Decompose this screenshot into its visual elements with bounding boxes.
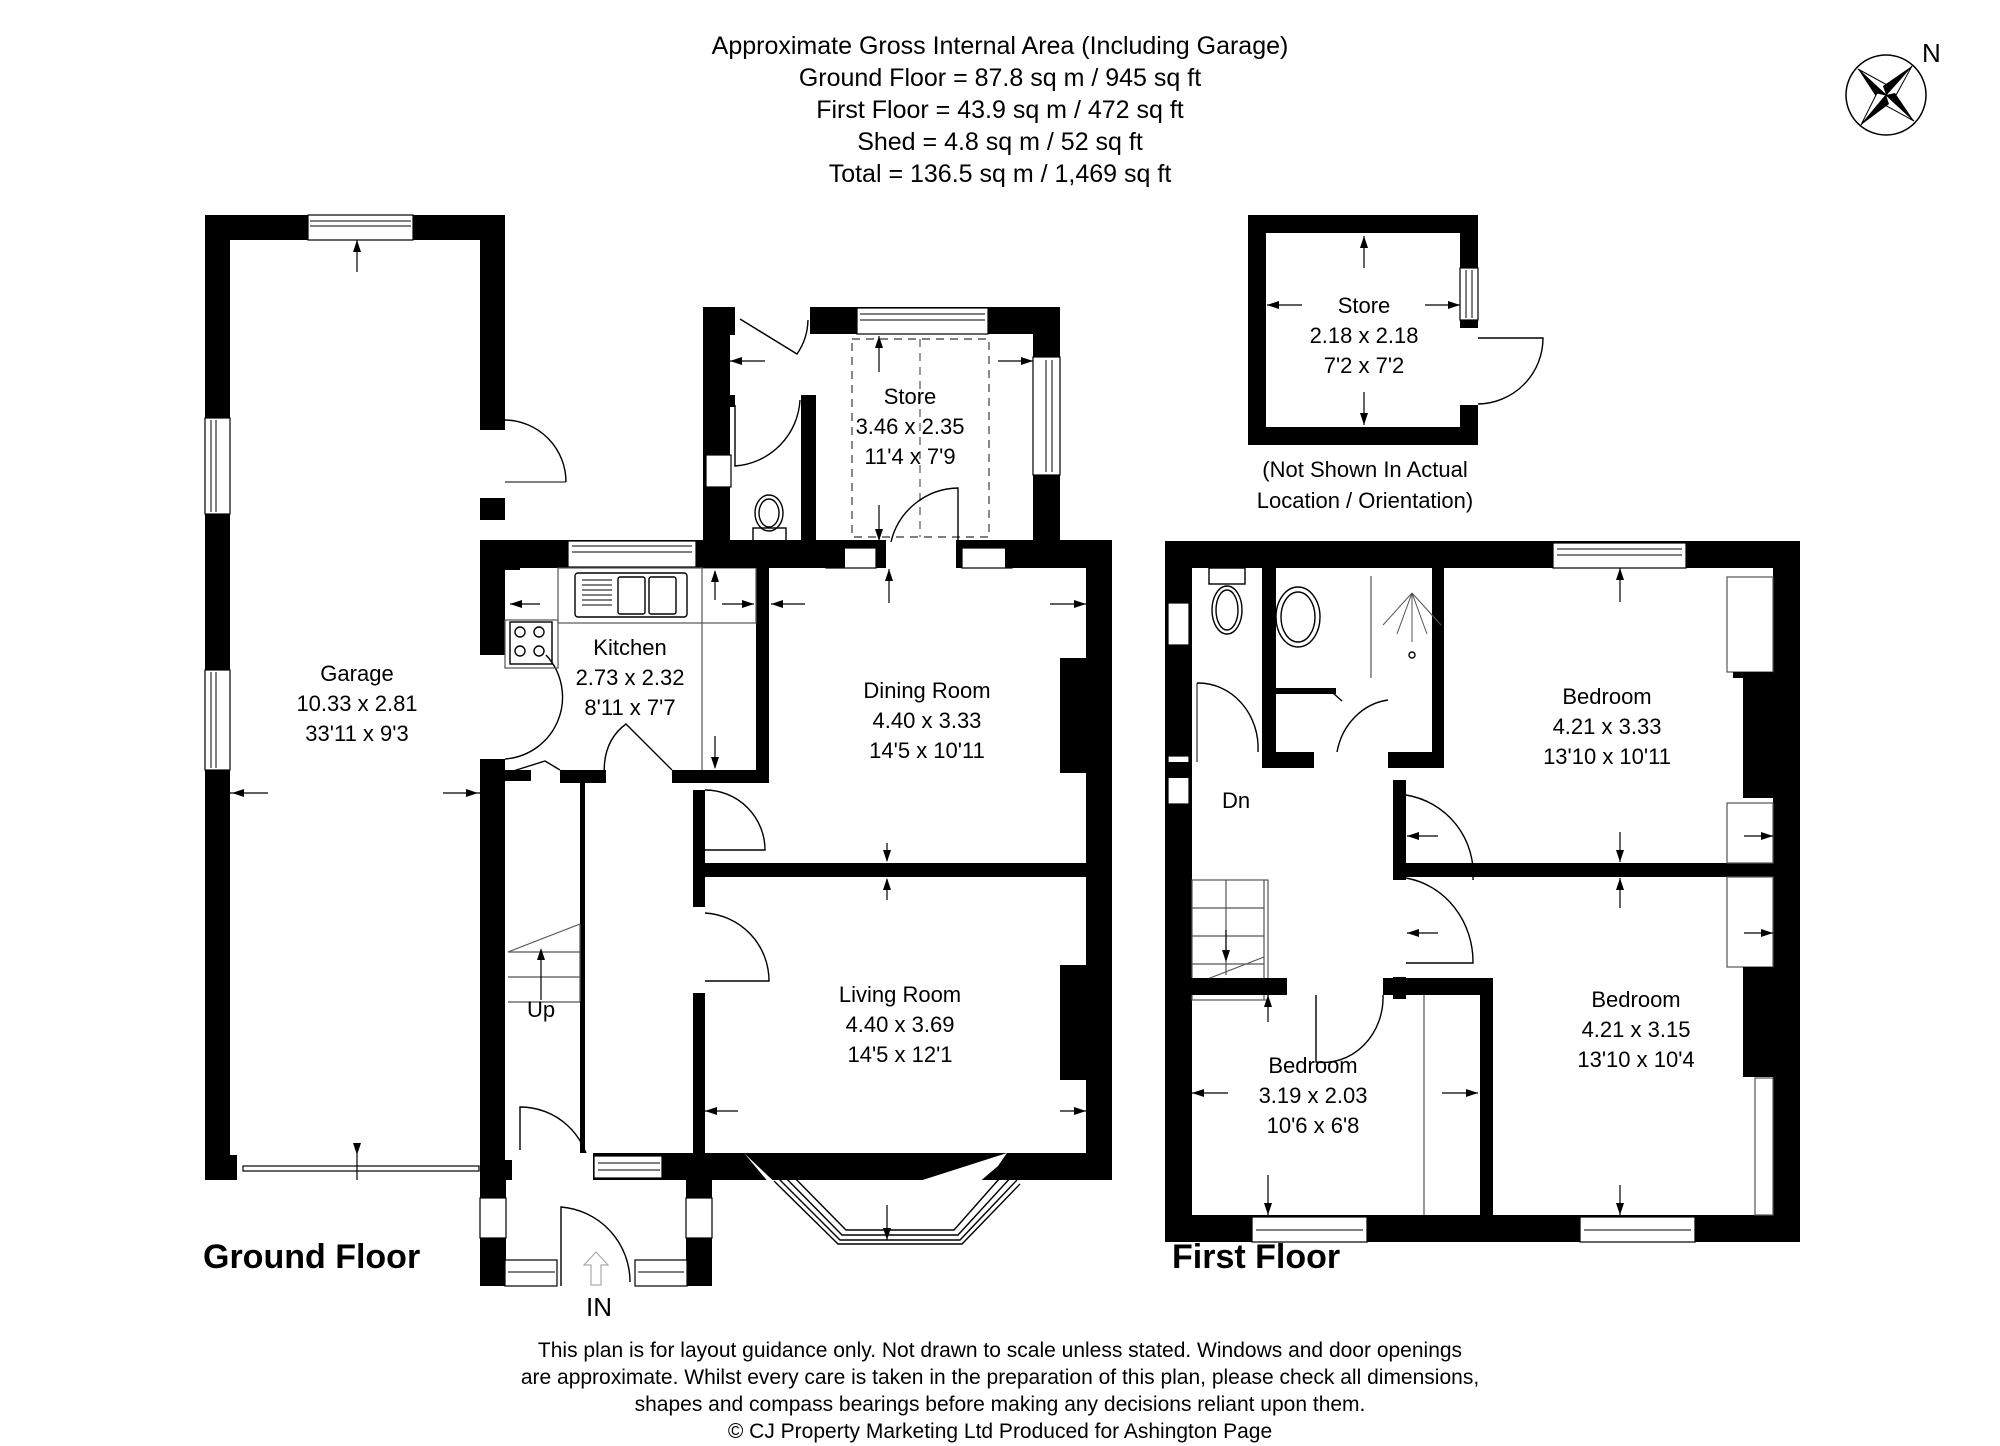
room-size-imperial: 14'5 x 10'11 — [869, 738, 985, 763]
room-size-imperial: 8'11 x 7'7 — [584, 695, 676, 720]
disclaimer-line: This plan is for layout guidance only. N… — [537, 1339, 1463, 1362]
room-size-metric: 4.21 x 3.15 — [1581, 1017, 1691, 1042]
copyright-line: © CJ Property Marketing Ltd Produced for… — [727, 1420, 1273, 1443]
disclaimer-line: are approximate. Whilst every care is ta… — [520, 1366, 1480, 1389]
area-shed: Shed = 4.8 sq m / 52 sq ft — [857, 128, 1143, 156]
room-label-dining-room: Dining Room 4.40 x 3.33 14'5 x 10'11 — [863, 676, 990, 766]
disclaimer-line: shapes and compass bearings before makin… — [634, 1393, 1366, 1416]
room-label-living-room: Living Room 4.40 x 3.69 14'5 x 12'1 — [839, 980, 961, 1070]
area-ground-floor: Ground Floor = 87.8 sq m / 945 sq ft — [798, 64, 1202, 92]
room-label-store: Store 3.46 x 2.35 11'4 x 7'9 — [856, 382, 965, 472]
room-name: Store — [1337, 293, 1391, 318]
ground-floor-label: Ground Floor — [203, 1238, 421, 1276]
dining-living-divider — [693, 863, 1112, 877]
room-size-metric: 2.18 x 2.18 — [1309, 323, 1419, 348]
shed-location-note: (Not Shown In Actual Location / Orientat… — [1257, 454, 1473, 516]
room-size-imperial: 13'10 x 10'4 — [1577, 1047, 1695, 1072]
room-name: Bedroom — [1591, 987, 1681, 1012]
house-wall-right — [1086, 540, 1112, 1180]
garage-wall-right-upper — [480, 215, 505, 430]
room-size-imperial: 11'4 x 7'9 — [864, 444, 956, 469]
entrance-arrow-icon — [582, 1251, 610, 1286]
window — [307, 214, 414, 241]
window — [204, 417, 231, 515]
stairs-down-label: Dn — [1222, 788, 1251, 813]
room-label-garage: Garage 10.33 x 2.81 33'11 x 9'3 — [296, 659, 417, 749]
room-name: Dining Room — [863, 678, 991, 703]
area-summary-title: Approximate Gross Internal Area (Includi… — [711, 32, 1289, 60]
room-name: Living Room — [838, 982, 962, 1007]
first-floor-label: First Floor — [1172, 1238, 1341, 1276]
room-size-imperial: 10'6 x 6'8 — [1266, 1113, 1360, 1138]
room-label-bedroom-2: Bedroom 4.21 x 3.15 13'10 x 10'4 — [1577, 985, 1694, 1075]
room-size-metric: 4.40 x 3.33 — [872, 708, 982, 733]
room-label-kitchen: Kitchen 2.73 x 2.32 8'11 x 7'7 — [576, 633, 685, 723]
room-size-metric: 4.40 x 3.69 — [845, 1012, 955, 1037]
room-size-imperial: 14'5 x 12'1 — [847, 1042, 953, 1067]
room-size-metric: 3.46 x 2.35 — [855, 414, 965, 439]
ground-floor-plan — [204, 214, 1112, 1287]
room-size-metric: 2.73 x 2.32 — [575, 665, 685, 690]
entrance-label: IN — [586, 1292, 612, 1322]
shed-note-line: (Not Shown In Actual — [1262, 457, 1468, 482]
room-size-imperial: 7'2 x 7'2 — [1323, 353, 1405, 378]
area-first-floor: First Floor = 43.9 sq m / 472 sq ft — [816, 96, 1184, 124]
room-size-imperial: 13'10 x 10'11 — [1543, 744, 1671, 769]
room-label-shed-store: Store 2.18 x 2.18 7'2 x 7'2 — [1310, 291, 1419, 381]
first-floor-plan — [1165, 541, 1800, 1243]
area-total: Total = 136.5 sq m / 1,469 sq ft — [828, 160, 1172, 188]
area-summary: Approximate Gross Internal Area (Includi… — [0, 30, 2000, 190]
disclaimer: This plan is for layout guidance only. N… — [0, 1337, 2000, 1445]
stairs-up-label: Up — [527, 997, 556, 1022]
compass-north-label: N — [1922, 38, 1941, 68]
room-size-metric: 3.19 x 2.03 — [1258, 1083, 1368, 1108]
compass-rose-icon — [1845, 54, 1927, 136]
room-label-bedroom-3: Bedroom 3.19 x 2.03 10'6 x 6'8 — [1259, 1051, 1368, 1141]
room-size-imperial: 33'11 x 9'3 — [305, 721, 409, 746]
garage-door — [242, 1165, 480, 1172]
room-size-metric: 10.33 x 2.81 — [296, 691, 418, 716]
window — [204, 669, 231, 771]
shed-plan — [1248, 215, 1544, 445]
room-name: Kitchen — [593, 635, 667, 660]
room-size-metric: 4.21 x 3.33 — [1552, 714, 1662, 739]
room-label-bedroom-1: Bedroom 4.21 x 3.33 13'10 x 10'11 — [1543, 682, 1671, 772]
room-name: Bedroom — [1268, 1053, 1358, 1078]
room-name: Garage — [320, 661, 394, 686]
room-name: Bedroom — [1562, 684, 1652, 709]
shed-note-line: Location / Orientation) — [1256, 488, 1474, 513]
room-name: Store — [883, 384, 937, 409]
house-wall-left — [480, 540, 505, 1180]
